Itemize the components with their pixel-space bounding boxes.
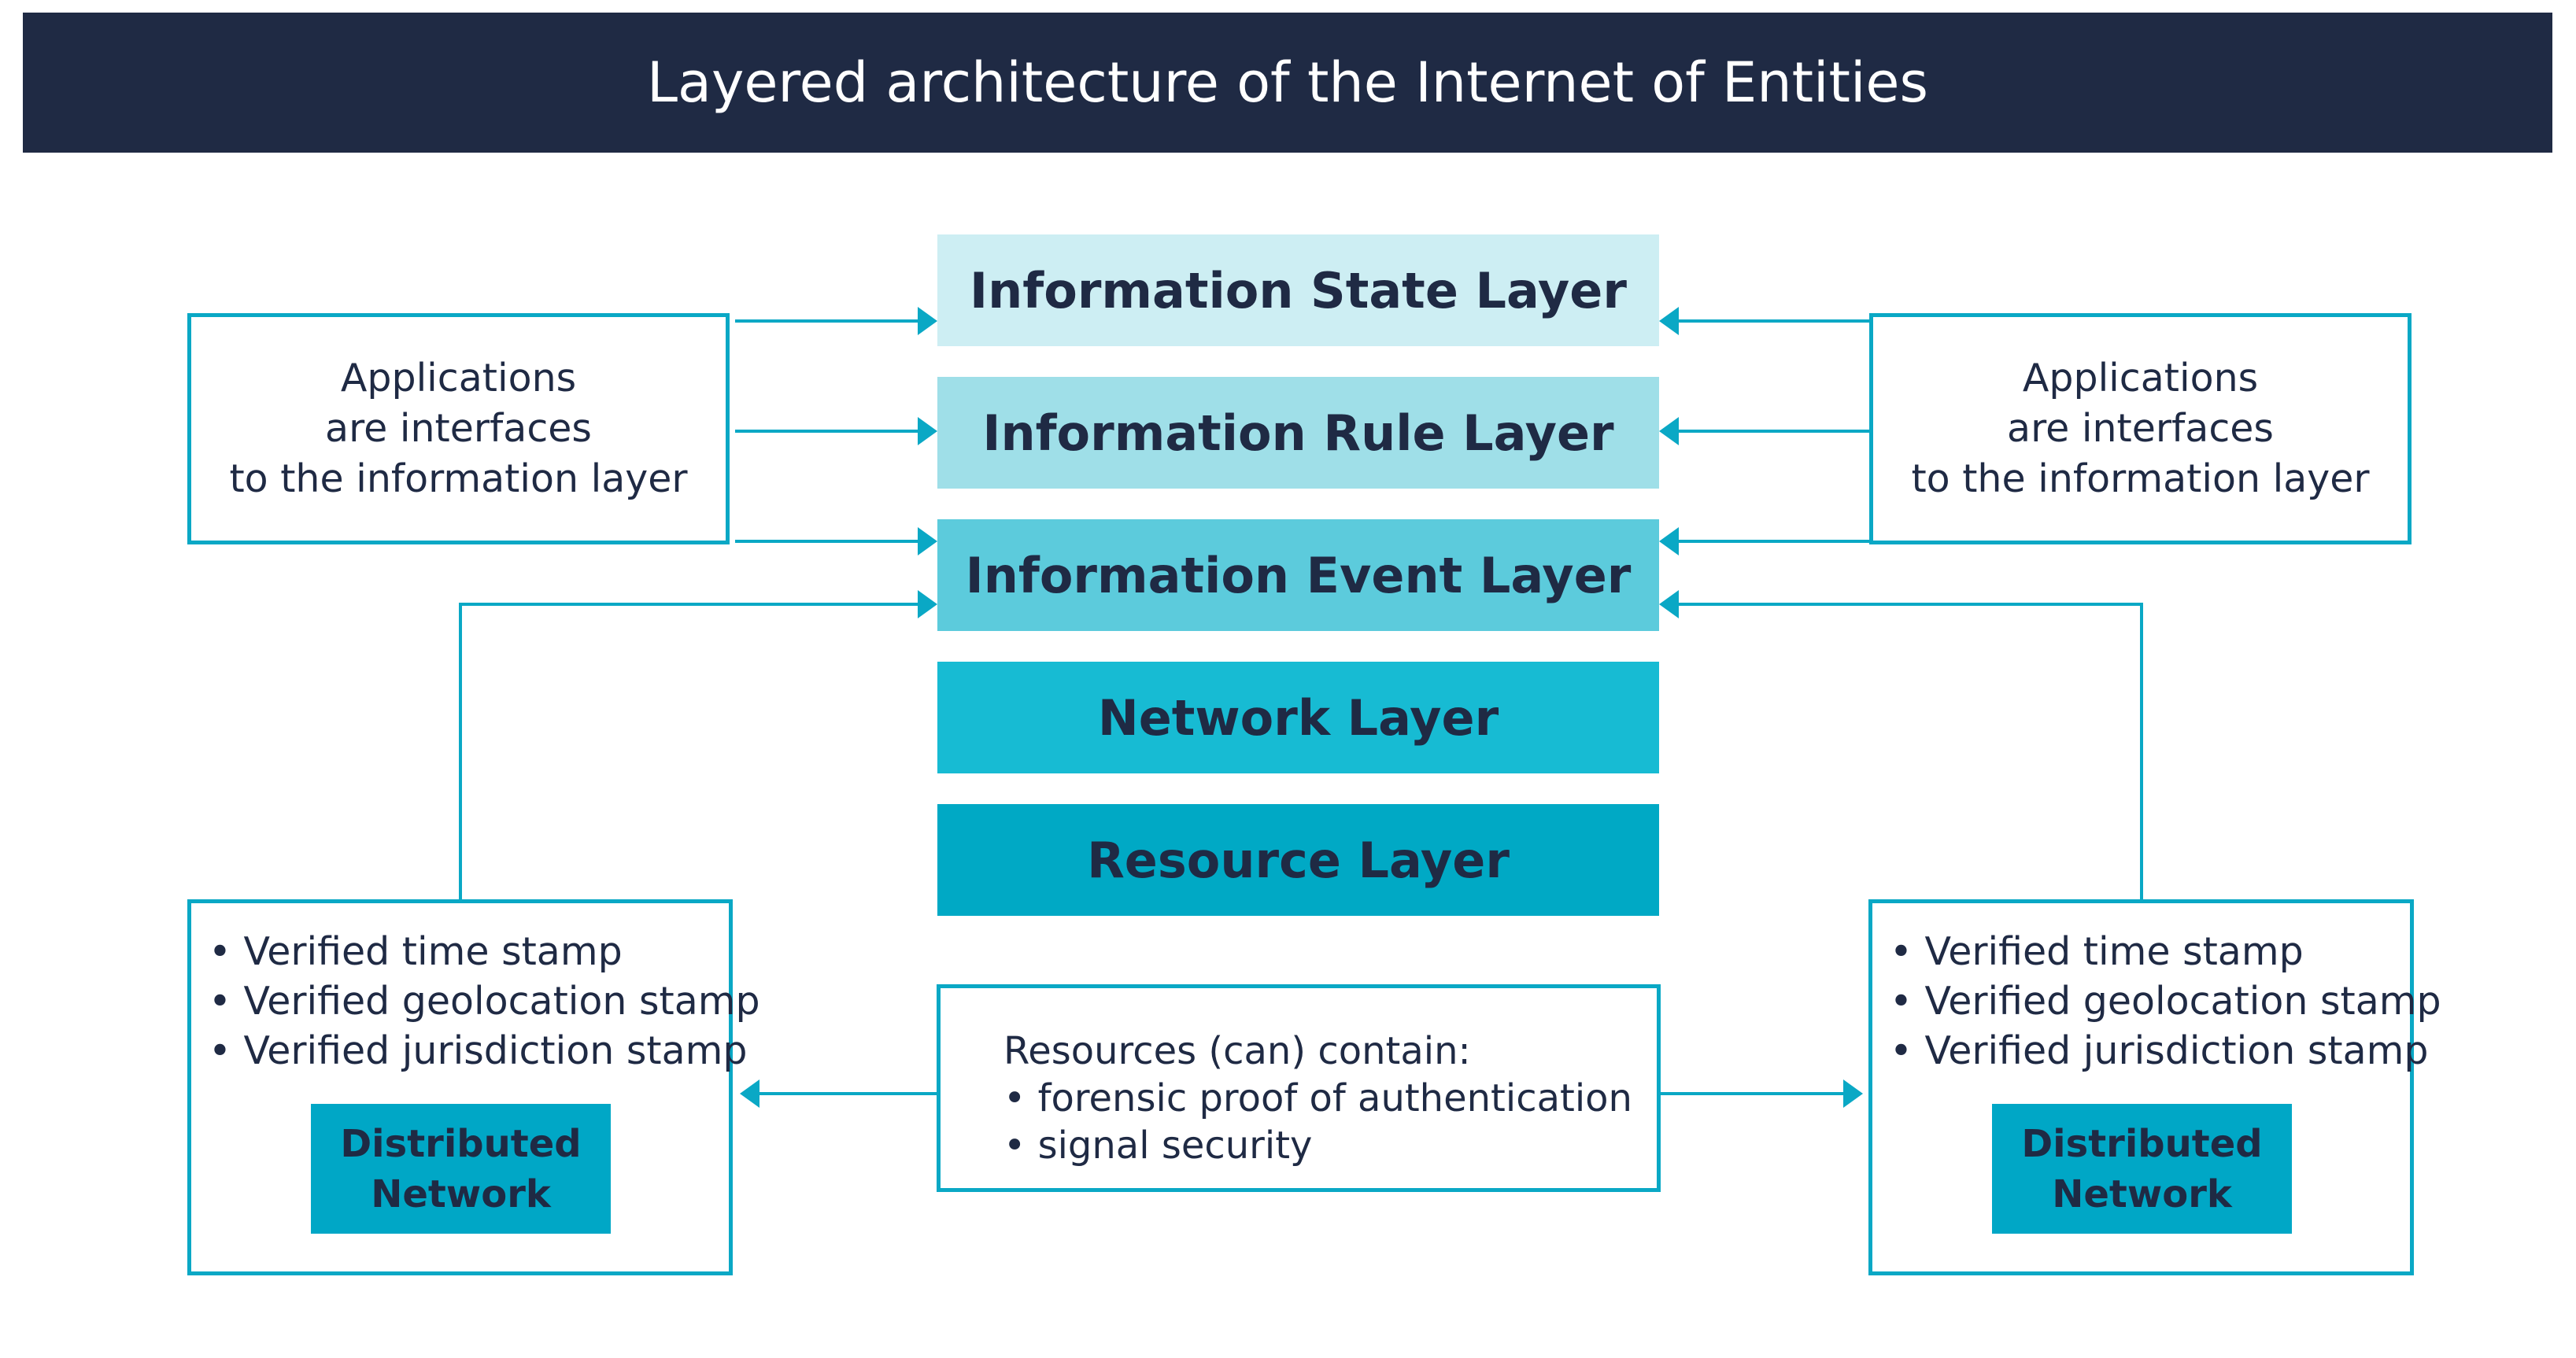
applications-box-left-line: to the information layer (229, 456, 688, 501)
arrowhead-left-to-rule (918, 417, 937, 445)
arrowhead-right-to-state (1659, 307, 1679, 335)
applications-box-left: Applications are interfaces to the infor… (187, 313, 730, 544)
stamp-item: • Verified jurisdiction stamp (1890, 1028, 2429, 1073)
layer-network-label: Network Layer (1097, 688, 1499, 747)
arrowhead-right-stamp-to-event (1659, 590, 1679, 618)
arrowhead-resources-to-left-stamp (740, 1079, 759, 1108)
layer-information-event: Information Event Layer (937, 519, 1659, 631)
layer-information-state-label: Information State Layer (970, 261, 1627, 319)
distributed-network-label-line: Distributed (340, 1121, 582, 1166)
applications-box-left-line: are interfaces (325, 406, 592, 451)
resources-item: • forensic proof of authentication (1003, 1076, 1632, 1120)
layer-information-state: Information State Layer (937, 234, 1659, 346)
resources-list: • forensic proof of authentication • sig… (1003, 1075, 1657, 1169)
applications-box-right-line: Applications (2022, 356, 2259, 400)
distributed-network-label-line: Network (371, 1172, 551, 1216)
layer-resource-label: Resource Layer (1087, 831, 1510, 889)
arrowhead-left-stamp-to-event (918, 590, 937, 618)
arrowhead-left-to-event (918, 527, 937, 555)
arrow-left-stamp-to-event (459, 603, 922, 899)
arrow-right-stamp-to-event (1675, 603, 2143, 899)
stamp-box-right: • Verified time stamp • Verified geoloca… (1868, 899, 2441, 1275)
distributed-network-box-right: Distributed Network (1992, 1104, 2292, 1234)
stamp-item: • Verified geolocation stamp (1890, 979, 2441, 1024)
arrowhead-left-to-state (918, 307, 937, 335)
applications-box-right-line: to the information layer (1911, 456, 2370, 501)
layer-information-rule: Information Rule Layer (937, 377, 1659, 489)
arrowhead-right-to-rule (1659, 417, 1679, 445)
stamp-item: • Verified jurisdiction stamp (209, 1028, 748, 1073)
arrowhead-resources-to-right-stamp (1843, 1079, 1863, 1108)
distributed-network-label-line: Network (2052, 1172, 2232, 1216)
stamp-item: • Verified time stamp (1890, 929, 2304, 974)
resources-box: Resources (can) contain: • forensic proo… (937, 984, 1661, 1192)
layer-information-event-label: Information Event Layer (965, 546, 1632, 604)
layer-resource: Resource Layer (937, 804, 1659, 916)
stamp-list-left: • Verified time stamp • Verified geoloca… (209, 927, 760, 1076)
arrowhead-right-to-event (1659, 527, 1679, 555)
applications-box-left-line: Applications (340, 356, 577, 400)
applications-box-right: Applications are interfaces to the infor… (1869, 313, 2412, 544)
stamp-item: • Verified geolocation stamp (209, 979, 760, 1024)
distributed-network-box-left: Distributed Network (311, 1104, 611, 1234)
stamp-list-right: • Verified time stamp • Verified geoloca… (1890, 927, 2441, 1076)
applications-box-right-line: are interfaces (2007, 406, 2274, 451)
resources-intro: Resources (can) contain: (1003, 1029, 1471, 1073)
title-bar: Layered architecture of the Internet of … (23, 13, 2552, 153)
distributed-network-label-line: Distributed (2021, 1121, 2263, 1166)
layer-network: Network Layer (937, 662, 1659, 773)
diagram-title: Layered architecture of the Internet of … (647, 50, 1928, 115)
layer-information-rule-label: Information Rule Layer (982, 404, 1614, 462)
resources-item: • signal security (1003, 1124, 1313, 1168)
stamp-item: • Verified time stamp (209, 929, 623, 974)
stamp-box-left: • Verified time stamp • Verified geoloca… (187, 899, 760, 1275)
